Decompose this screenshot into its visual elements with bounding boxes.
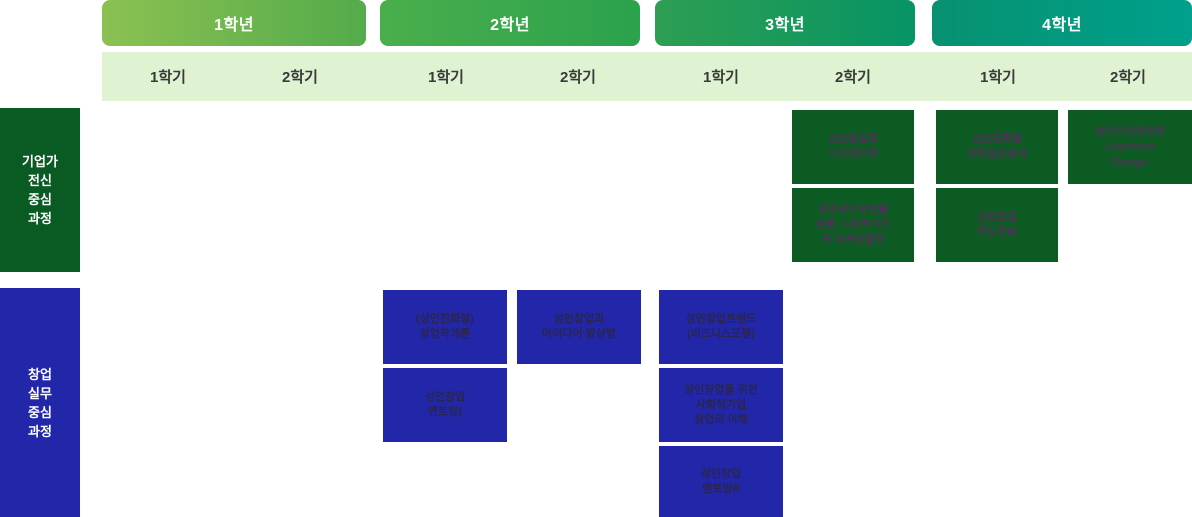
course-adult-startup-trend-business-model[interactable]: 성인창업트렌드 (비즈니스모델) xyxy=(659,290,783,364)
semester-cell-y1s2: 2학기 xyxy=(282,69,318,86)
semester-cell-y3s2: 2학기 xyxy=(835,69,871,86)
course-adult-startup-ip[interactable]: 성인창업과 지식재산권 xyxy=(792,110,914,184)
year-bar-4: 4학년 xyxy=(932,0,1192,46)
year-bar-3: 3학년 xyxy=(655,0,915,46)
track-label-entrepreneur-mindset: 기업가 전신 중심 과정 xyxy=(0,108,80,272)
semester-cell-y3s1: 1학기 xyxy=(703,69,739,86)
course-social-enterprise-understanding[interactable]: 성인창업을 위한 사회적기업 창업의 이해 xyxy=(659,368,783,442)
semester-strip: 1학기 2학기 1학기 2학기 1학기 2학기 1학기 2학기 xyxy=(102,52,1192,101)
year-bar-2: 2학년 xyxy=(380,0,640,46)
course-adult-friendly-startup-practice-design[interactable]: 성인친화형 창업실습설계 xyxy=(936,110,1058,184)
track-label-text: 기업가 전신 중심 과정 xyxy=(22,154,58,226)
course-adult-friendly-capstone-design[interactable]: 성인친화형창업 Capstone Design xyxy=(1068,110,1192,184)
semester-cell-y4s1: 1학기 xyxy=(980,69,1016,86)
semester-cell-y1s1: 1학기 xyxy=(150,69,186,86)
course-smart-device-marketing[interactable]: 성공성인창업을 위한 스마트기기 와 마케팅활용 xyxy=(792,188,914,262)
course-adult-friendly-startup-intro[interactable]: (성인친화형) 창업학개론 xyxy=(383,290,507,364)
semester-cell-y2s1: 1학기 xyxy=(428,69,464,86)
year-bar-1: 1학년 xyxy=(102,0,366,46)
course-adult-startup-mentoring-3[interactable]: 성인창업 멘토링Ⅲ xyxy=(936,188,1058,262)
semester-cell-y2s2: 2학기 xyxy=(560,69,596,86)
semester-cell-y4s2: 2학기 xyxy=(1110,69,1146,86)
course-adult-startup-mentoring-1[interactable]: 성인창업 멘토링Ⅰ xyxy=(383,368,507,442)
track-label-text: 창업 실무 중심 과정 xyxy=(28,366,52,439)
course-adult-startup-mentoring-2[interactable]: 성인창업 멘토링Ⅱ xyxy=(659,446,783,517)
course-adult-startup-idea-generation[interactable]: 성인창업과 아이디어 발상법 xyxy=(517,290,641,364)
track-label-startup-practice: 창업 실무 중심 과정 xyxy=(0,288,80,517)
